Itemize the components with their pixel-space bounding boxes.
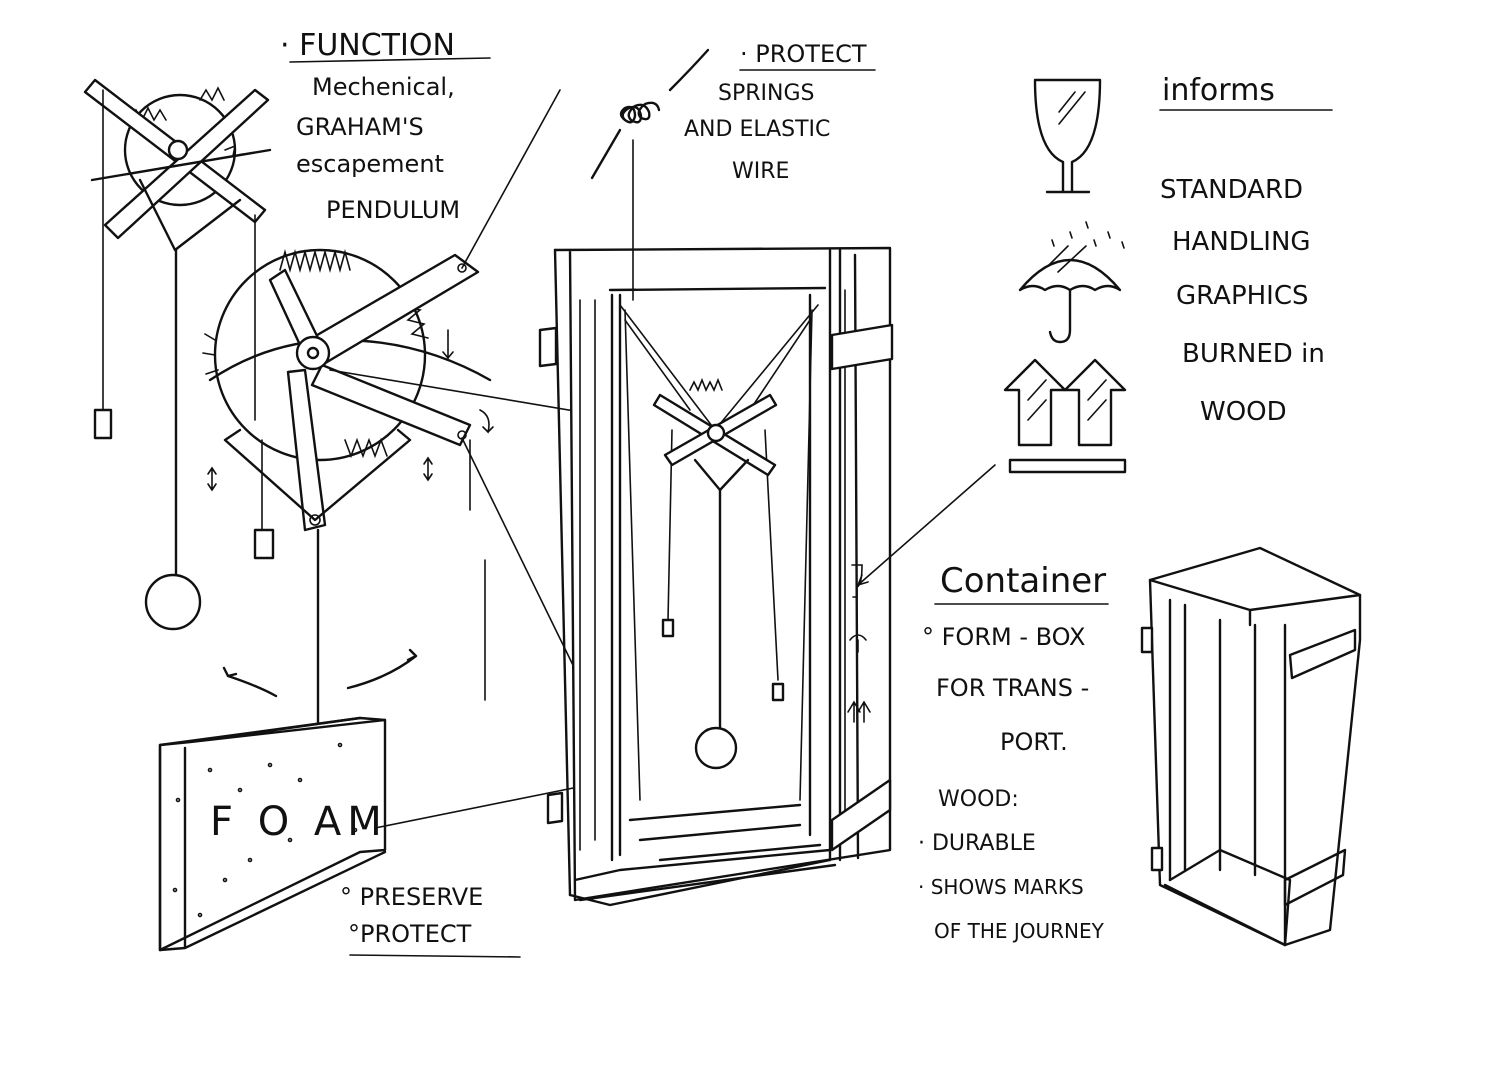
protect-line-3: WIRE — [732, 159, 789, 184]
informs-line-1: STANDARD — [1160, 175, 1303, 205]
function-annotation: · FUNCTION Mechenical, GRAHAM'S escapeme… — [280, 28, 491, 224]
informs-line-4: BURNED in — [1182, 339, 1325, 369]
protect-line-1: SPRINGS — [718, 81, 814, 106]
function-line-1: Mechenical, — [312, 73, 455, 101]
container-annotation: Container ° FORM - BOX FOR TRANS - PORT.… — [918, 561, 1109, 943]
informs-line-5: WOOD — [1200, 397, 1287, 427]
protect-annotation: · PROTECT SPRINGS AND ELASTIC WIRE — [684, 40, 876, 184]
crate-fragile-icon — [851, 564, 863, 598]
crate-umbrella-icon — [849, 634, 867, 653]
protect-line-2: AND ELASTIC — [684, 117, 830, 142]
leader-line-foam — [374, 781, 600, 829]
closed-crate-drawing — [1140, 546, 1362, 947]
function-line-3: escapement — [296, 150, 444, 178]
large-escapement-drawing — [202, 248, 494, 742]
foam-annotation: ° PRESERVE °PROTECT — [340, 883, 521, 958]
function-line-2: GRAHAM'S — [296, 113, 424, 141]
container-heading: Container — [940, 561, 1106, 601]
small-escapement-drawing — [83, 78, 272, 631]
fragile-glass-icon — [1033, 78, 1102, 194]
wood-line-2: · DURABLE — [918, 831, 1036, 856]
container-line-1: ° FORM - BOX — [922, 623, 1085, 651]
informs-heading: informs — [1162, 73, 1275, 108]
foam-line-1: ° PRESERVE — [340, 883, 483, 911]
spring-drawing — [590, 48, 710, 301]
wood-line-3: · SHOWS MARKS — [918, 875, 1084, 899]
informs-line-3: GRAPHICS — [1176, 281, 1309, 311]
this-way-up-arrows-icon — [1003, 358, 1127, 474]
function-line-4: PENDULUM — [326, 196, 460, 224]
wood-line-4: OF THE JOURNEY — [934, 919, 1105, 943]
leader-line-graphics — [857, 464, 996, 586]
informs-line-2: HANDLING — [1172, 227, 1311, 257]
keep-dry-umbrella-icon — [1018, 221, 1125, 344]
foam-block-drawing: F O AM — [158, 716, 388, 952]
wood-line-1: WOOD: — [938, 787, 1019, 812]
open-crate-drawing — [538, 246, 894, 907]
leader-line-function — [461, 89, 561, 269]
foam-line-2: °PROTECT — [348, 920, 472, 948]
container-line-2: FOR TRANS - — [936, 674, 1089, 702]
leader-line-escapement-lower — [461, 437, 591, 701]
function-heading: · FUNCTION — [280, 28, 455, 63]
foam-label: F O AM — [210, 799, 388, 845]
crate-arrows-icon — [847, 700, 871, 723]
informs-annotation: informs STANDARD HANDLING GRAPHICS BURNE… — [1159, 73, 1333, 427]
protect-heading: · PROTECT — [740, 40, 867, 68]
container-line-3: PORT. — [1000, 728, 1068, 756]
